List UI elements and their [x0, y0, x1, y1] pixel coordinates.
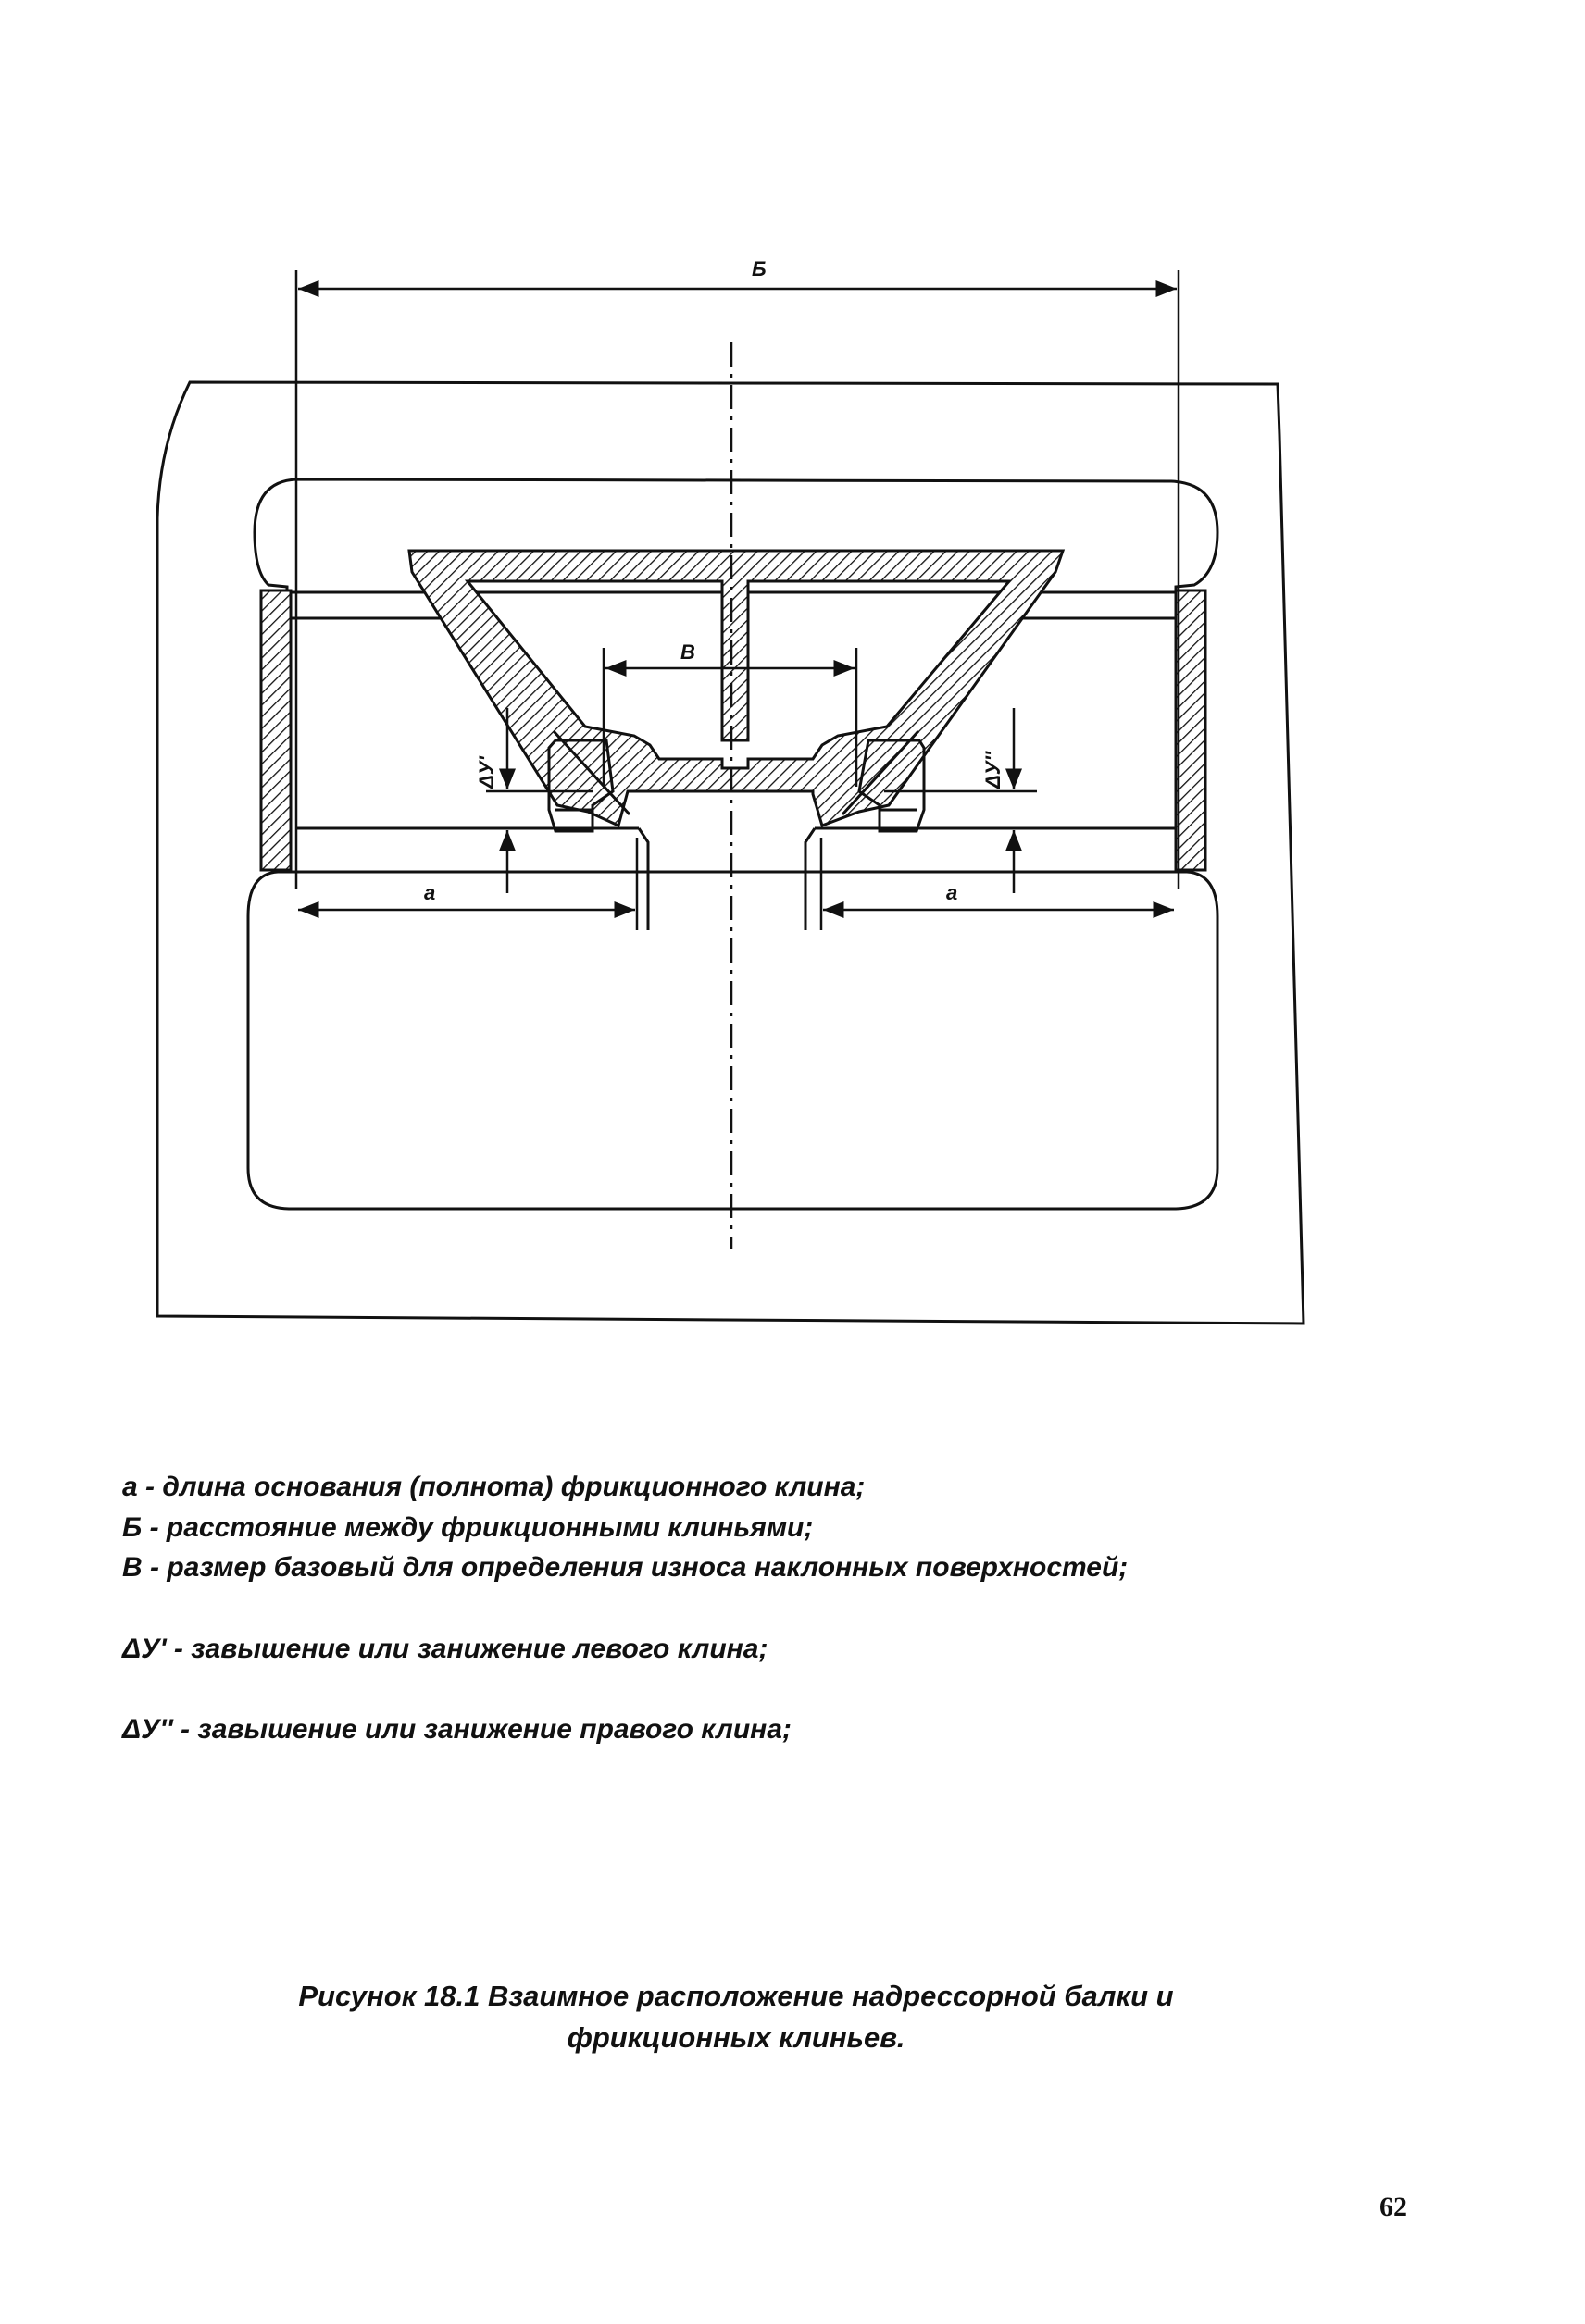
dim-dy-left-label: ΔУ': [475, 755, 498, 789]
page-number: 62: [1379, 2192, 1407, 2222]
caption-line-2: фрикционных клиньев.: [567, 2020, 905, 2054]
legend: а - длина основания (полнота) фрикционно…: [122, 1467, 1418, 1750]
spring-base-block: [246, 870, 1219, 1211]
dim-a-left-label: а: [424, 881, 435, 904]
technical-drawing: Б В а а ΔУ' ΔУ'': [156, 257, 1305, 1325]
dim-B-label: Б: [752, 257, 767, 280]
figure-caption: Рисунок 18.1 Взаимное расположение надре…: [185, 1976, 1287, 2059]
legend-item: ΔУ'' - завышение или занижение правого к…: [122, 1714, 792, 1745]
caption-line-1: Рисунок 18.1 Взаимное расположение надре…: [298, 1980, 1174, 2012]
legend-item: В - размер базовый для определения износ…: [122, 1552, 1129, 1583]
dim-V-label: В: [680, 640, 695, 664]
legend-item: Б - расстояние между фрикционными клинья…: [122, 1511, 814, 1543]
side-frame-outline: [156, 380, 1305, 1325]
bolster-section: [407, 549, 1066, 828]
dim-a-right-label: а: [946, 881, 957, 904]
dim-dy-right-label: ΔУ'': [981, 751, 1005, 789]
legend-item: ΔУ' - завышение или занижение левого кли…: [122, 1633, 768, 1664]
right-wear-plate: [1174, 589, 1207, 872]
left-wear-plate: [259, 589, 293, 872]
legend-item: а - длина основания (полнота) фрикционно…: [122, 1472, 866, 1502]
